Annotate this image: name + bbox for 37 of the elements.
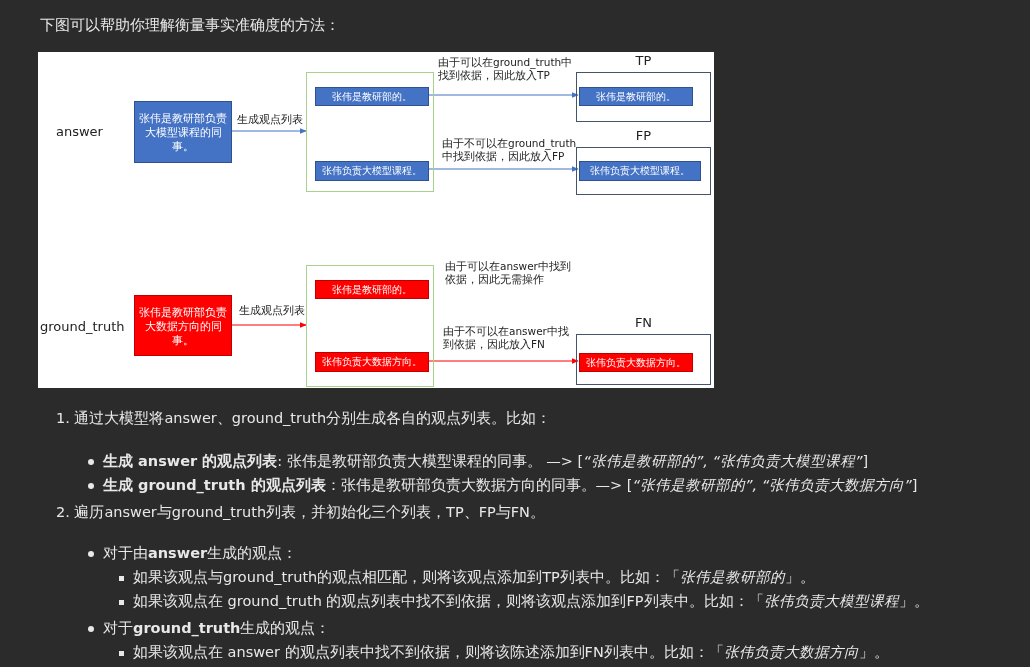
- row-label: ground_truth: [40, 319, 125, 334]
- list-item: 生成 ground_truth 的观点列表：张伟是教研部负责大数据方向的同事。—> [“张伟是教研部的”, “张伟负责大数据方向”]: [88, 476, 918, 494]
- list-item: 对于由answer生成的观点：: [88, 544, 298, 562]
- intro-text: 下图可以帮助你理解衡量事实准确度的方法：: [40, 16, 340, 34]
- statement-box: 张伟负责大数据方向。: [579, 353, 693, 372]
- panel-heading: TP: [634, 53, 653, 69]
- list-item: 对于ground_truth生成的观点：: [88, 619, 331, 637]
- panel-heading: FP: [634, 128, 653, 144]
- edge-label: 生成观点列表: [237, 113, 304, 126]
- statement-box: 张伟是教研部的。: [579, 87, 693, 106]
- arrow: [231, 322, 307, 328]
- list-item: 如果该观点在 ground_truth 的观点列表中找不到依据，则将该观点添加到FP列表中。比如：「张伟负责大模型课程」。: [119, 592, 929, 610]
- edge-label: 由于不可以在ground_truth中找到依据，因此放入FP: [442, 137, 578, 163]
- group-frame: [306, 72, 434, 192]
- list-item: 1. 通过大模型将answer、ground_truth分别生成各自的观点列表。比如：: [56, 409, 552, 427]
- list-item: 生成 answer 的观点列表: 张伟是教研部负责大模型课程的同事。 —> [“张伟是教研部的”, “张伟负责大模型课程”]: [88, 452, 869, 470]
- statement-box: 张伟是教研部的。: [315, 280, 429, 299]
- list-item: 如果该观点与ground_truth的观点相匹配，则将该观点添加到TP列表中。比如：「张伟是教研部的」。: [119, 568, 815, 586]
- edge-label: 生成观点列表: [239, 304, 306, 317]
- group-frame: [306, 265, 434, 387]
- arrow: [231, 128, 307, 134]
- statement-box: 张伟是教研部的。: [315, 87, 429, 106]
- statement-box: 张伟是教研部负责大模型课程的同事。: [134, 101, 232, 163]
- arrow: [427, 358, 579, 364]
- edge-label: 由于可以在ground_truth中找到依据，因此放入TP: [438, 56, 574, 82]
- arrow: [427, 92, 579, 98]
- panel-heading: FN: [633, 315, 654, 331]
- arrow: [427, 166, 579, 172]
- statement-box: 张伟负责大模型课程。: [579, 161, 701, 181]
- statement-box: 张伟负责大数据方向。: [315, 352, 429, 372]
- row-label: answer: [56, 124, 103, 139]
- statement-box: 张伟是教研部负责大数据方向的同事。: [134, 295, 232, 356]
- list-item: 如果该观点在 answer 的观点列表中找不到依据，则将该陈述添加到FN列表中。比如：「张伟负责大数据方向」。: [119, 643, 889, 661]
- note-text: 由于可以在answer中找到依据，因此无需操作: [445, 260, 572, 286]
- edge-label: 由于不可以在answer中找到依据，因此放入FN: [443, 325, 570, 351]
- list-item: 2. 遍历answer与ground_truth列表，并初始化三个列表，TP、FP与FN。: [56, 503, 545, 521]
- statement-box: 张伟负责大模型课程。: [315, 161, 429, 181]
